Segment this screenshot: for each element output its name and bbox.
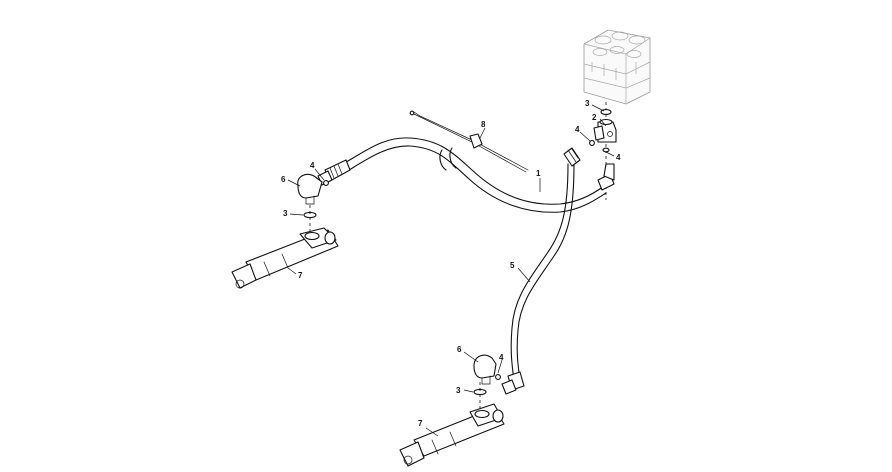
hose-5-end-fitting-upper	[563, 147, 581, 167]
hose-5-end-fitting-lower	[501, 371, 525, 395]
callout-3-upper: 3	[283, 209, 288, 218]
callout-3-lower: 3	[456, 386, 461, 395]
lower-oring-4	[495, 374, 501, 380]
callout-4-valve-lower: 4	[616, 153, 621, 162]
callout-3-valve: 3	[585, 99, 590, 108]
cylinder-7-lower	[399, 403, 505, 467]
hose-1	[334, 137, 607, 213]
clip-8	[409, 110, 529, 173]
callout-2: 2	[592, 113, 597, 122]
valve-fitting-2	[593, 118, 617, 143]
lower-elbow-6	[473, 354, 497, 385]
callout-4-valve-upper: 4	[575, 125, 580, 134]
leader-lines	[287, 104, 615, 437]
callout-6-upper: 6	[281, 175, 286, 184]
callout-8: 8	[481, 120, 486, 129]
callout-4-upper: 4	[310, 161, 315, 170]
control-valve-block	[583, 29, 651, 105]
callout-6-lower: 6	[457, 345, 462, 354]
valve-oring-4-left	[589, 140, 595, 146]
hose-1-end-fitting-right	[597, 163, 615, 191]
valve-oring-4-lower	[602, 147, 610, 153]
hose-5	[510, 163, 575, 381]
upper-oring-4	[323, 180, 329, 186]
callout-4-lower: 4	[499, 353, 504, 362]
callout-5: 5	[510, 261, 515, 270]
upper-elbow-6	[297, 173, 323, 205]
callout-7-lower: 7	[418, 419, 423, 428]
cylinder-7-upper	[231, 227, 339, 289]
callout-7-upper: 7	[298, 271, 303, 280]
callout-1: 1	[536, 169, 541, 178]
hose-1-end-fitting-left	[317, 159, 351, 186]
